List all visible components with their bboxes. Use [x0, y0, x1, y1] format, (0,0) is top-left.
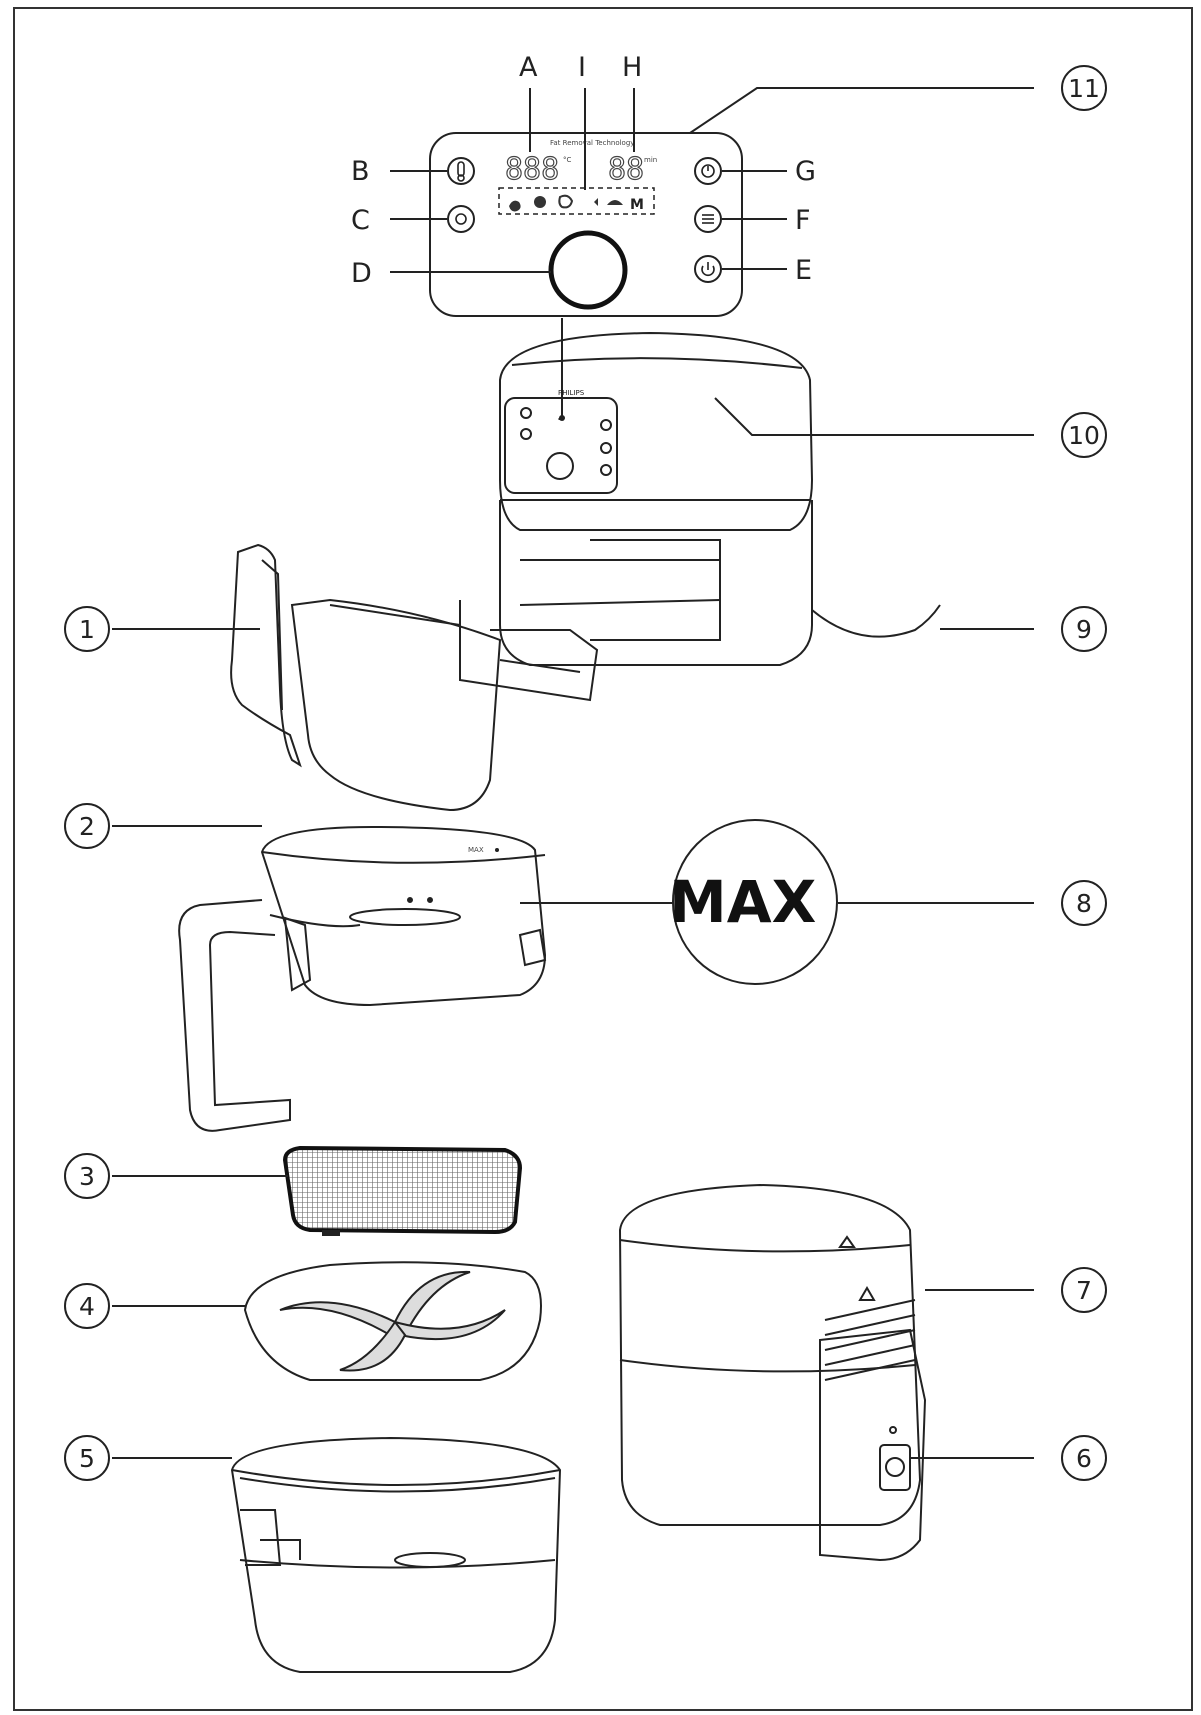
max-small-mark: MAX — [468, 846, 484, 854]
callout-G: G — [795, 156, 816, 187]
number-callout-lines — [112, 87, 1034, 1459]
vent-grille — [824, 1299, 916, 1381]
callout-C: C — [351, 205, 370, 236]
thermometer-bulb-icon — [457, 174, 465, 182]
airfryer-back-view — [618, 1183, 927, 1562]
front-control-panel — [504, 397, 618, 494]
fan-insert — [243, 1261, 542, 1381]
airfryer-main-unit — [499, 331, 941, 666]
callout-D: D — [351, 258, 372, 289]
fish-icon — [580, 198, 598, 206]
keep-warm-icon — [455, 213, 467, 225]
callout-E: E — [795, 255, 812, 286]
control-dial[interactable] — [548, 230, 628, 310]
number-circles — [64, 65, 1107, 1481]
fries-icon — [509, 200, 521, 212]
callout-H: H — [622, 52, 642, 83]
panel-brand-line: Fat Removal Technology — [550, 139, 634, 147]
callout-1: 1 — [79, 615, 95, 644]
callout-4: 4 — [79, 1292, 95, 1321]
callout-F: F — [795, 205, 811, 236]
drawer-front-shell — [290, 598, 502, 812]
power-cord — [811, 604, 941, 638]
thermometer-icon — [457, 161, 465, 177]
time-unit: min — [644, 156, 657, 164]
preset-icons — [509, 194, 623, 212]
basket — [178, 825, 547, 1132]
time-display: 88 — [608, 152, 644, 187]
drawer-housing — [230, 543, 599, 812]
callout-5: 5 — [79, 1444, 95, 1473]
preset-menu-button[interactable] — [694, 205, 722, 233]
cake-icon — [607, 200, 623, 205]
temperature-unit: °C — [563, 156, 572, 164]
chicken-icon — [534, 196, 546, 208]
callout-3: 3 — [79, 1162, 95, 1191]
callout-9: 9 — [1076, 615, 1092, 644]
number-callouts: 1 2 3 4 5 6 7 8 9 10 11 — [79, 74, 1100, 1473]
callout-8: 8 — [1076, 889, 1092, 918]
timer-button[interactable] — [694, 157, 722, 185]
callout-A: A — [519, 52, 538, 83]
temperature-display: 888 — [505, 152, 559, 187]
timer-icon — [701, 164, 715, 178]
outer-pan — [230, 1436, 562, 1673]
meat-icon — [558, 194, 574, 209]
power-button[interactable] — [694, 255, 722, 283]
callout-I: I — [578, 52, 586, 83]
keep-warm-button[interactable] — [447, 205, 475, 233]
max-label: MAX — [669, 868, 816, 936]
cord-storage — [879, 1444, 911, 1491]
callout-10: 10 — [1068, 421, 1100, 450]
warning-triangle-top — [838, 1235, 856, 1248]
callout-11: 11 — [1068, 74, 1100, 103]
rear-vent-panel — [819, 1328, 927, 1562]
callout-6: 6 — [1076, 1444, 1092, 1473]
callout-7: 7 — [1076, 1276, 1092, 1305]
temperature-button[interactable] — [447, 157, 475, 185]
warning-triangle-side — [858, 1286, 876, 1301]
power-icon — [701, 265, 715, 277]
front-dial — [546, 452, 574, 480]
manual-mode-icon: M — [630, 197, 644, 213]
callout-2: 2 — [79, 812, 95, 841]
callout-B: B — [351, 156, 370, 187]
brand-logo: PHILIPS — [558, 389, 585, 397]
page-frame — [13, 7, 1193, 1711]
mesh-insert — [282, 1145, 523, 1236]
letter-callout-lines — [390, 88, 787, 418]
letter-callouts: A I H B C D G F E — [351, 52, 816, 289]
